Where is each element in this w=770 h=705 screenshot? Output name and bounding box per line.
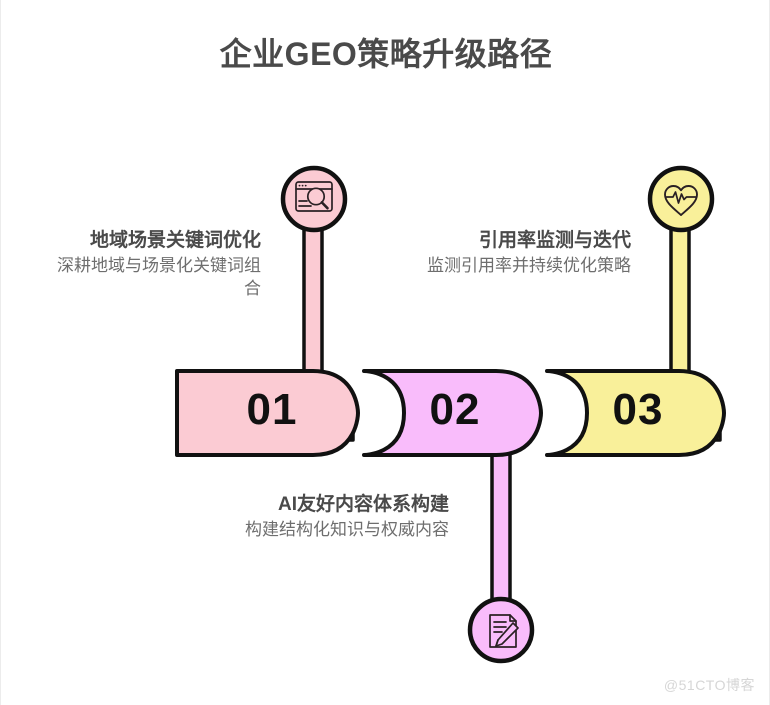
step-description-3: 监测引用率并持续优化策略 — [427, 256, 631, 276]
step-number-3: 03 — [612, 385, 664, 434]
step-label-2: AI友好内容体系构建 构建结构化知识与权威内容 — [237, 492, 449, 542]
step-icon-2[interactable] — [467, 596, 535, 664]
icon-circle-3 — [647, 165, 715, 233]
step-label-1: 地域场景关键词优化 深耕地域与场景化关键词组合 — [43, 228, 261, 300]
page-title: 企业GEO策略升级路径 — [219, 36, 553, 72]
step-number-1: 01 — [246, 385, 298, 434]
document-pencil-icon — [489, 614, 519, 648]
step-bar-1[interactable] — [175, 369, 360, 457]
step-description-1: 深耕地域与场景化关键词组合 — [57, 256, 261, 298]
step-label-3: 引用率监测与迭代 监测引用率并持续优化策略 — [411, 228, 631, 278]
step-description-2: 构建结构化知识与权威内容 — [245, 520, 449, 540]
browser-search-icon — [295, 181, 333, 212]
step-bar-3[interactable] — [545, 369, 726, 457]
step-number-2: 02 — [429, 385, 481, 434]
step-icon-1[interactable] — [280, 165, 348, 233]
step-title-2: AI友好内容体系构建 — [277, 494, 449, 515]
step-bar-2[interactable] — [362, 369, 543, 457]
watermark: @51CTO博客 — [663, 677, 755, 693]
step-icon-3[interactable] — [647, 165, 715, 233]
step-title-3: 引用率监测与迭代 — [478, 230, 631, 251]
step-title-1: 地域场景关键词优化 — [89, 230, 261, 251]
heart-pulse-icon — [664, 185, 698, 216]
